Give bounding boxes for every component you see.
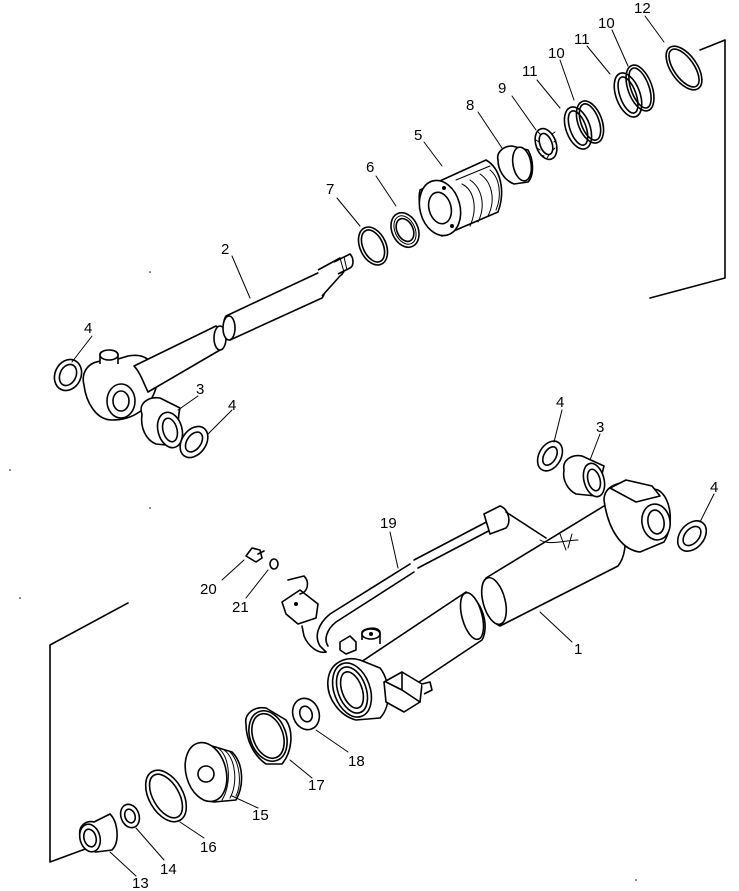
part-8-wear-ring	[496, 145, 534, 185]
callout-20: 20	[200, 581, 217, 598]
callout-3-upper: 3	[196, 381, 204, 398]
callout-6: 6	[366, 159, 374, 176]
part-7-snap-ring	[357, 226, 389, 266]
callout-17: 17	[308, 777, 325, 794]
part-20-bolt	[245, 547, 265, 563]
lower-group-bracket	[49, 602, 129, 863]
part-18-nut	[291, 697, 321, 731]
part-4-dust-seal-lower-right	[676, 520, 708, 552]
part-15-cylinder-head	[184, 741, 243, 803]
part-3-bushing-upper	[140, 396, 184, 449]
callout-5: 5	[414, 127, 422, 144]
part-6-nut	[390, 211, 420, 249]
callout-4-upper-mid: 4	[228, 397, 236, 414]
part-4-dust-seal-upper-left	[53, 358, 83, 392]
scan-specks	[9, 271, 637, 881]
part-11-seal-ring-lower	[563, 106, 593, 150]
callout-9: 9	[498, 80, 506, 97]
part-9-backup-ring	[534, 127, 558, 161]
callout-15: 15	[252, 807, 269, 824]
part-14-backup-ring	[119, 803, 141, 829]
callout-4-lower-right: 4	[710, 479, 718, 496]
callout-1: 1	[574, 641, 582, 658]
part-3-bushing-lower	[562, 454, 606, 498]
part-11-seal-ring-upper	[613, 72, 643, 118]
callout-7: 7	[326, 181, 334, 198]
callout-10-lower: 10	[548, 45, 565, 62]
part-12-snap-ring	[665, 45, 703, 91]
leader-lines	[71, 15, 715, 877]
part-13-dust-seal	[78, 813, 118, 853]
part-10-seal-ring-lower	[575, 100, 605, 144]
callout-10-upper: 10	[598, 15, 615, 32]
callout-12: 12	[634, 0, 651, 17]
part-16-seal	[144, 769, 188, 823]
callout-18: 18	[348, 753, 365, 770]
part-19-hydraulic-tube	[281, 505, 547, 654]
callout-13: 13	[132, 875, 149, 891]
part-21-washer	[269, 558, 279, 570]
upper-group-bracket	[649, 39, 726, 299]
callout-4-upper-left: 4	[84, 320, 92, 337]
callout-2: 2	[221, 241, 229, 258]
part-1-cylinder-tube	[327, 479, 671, 721]
callout-16: 16	[200, 839, 217, 856]
callout-11-upper: 11	[574, 31, 590, 48]
part-17-ring	[244, 706, 292, 765]
part-5-piston	[418, 159, 503, 237]
callout-14: 14	[160, 861, 177, 878]
callout-11-lower: 11	[522, 63, 538, 80]
callout-3-lower: 3	[596, 419, 604, 436]
callout-4-lower-top: 4	[556, 394, 564, 411]
part-2-piston-rod	[82, 253, 354, 421]
callout-8: 8	[466, 97, 474, 114]
callout-labels: 12 10 11 10 11 9 8 5 6 7 2 4 3 4 4 3 4 1…	[84, 0, 718, 891]
part-4-dust-seal-upper-mid	[179, 425, 209, 459]
callout-21: 21	[232, 599, 249, 616]
callout-19: 19	[380, 515, 397, 532]
part-4-dust-seal-lower-top	[536, 440, 564, 472]
part-10-seal-ring-upper	[625, 64, 655, 112]
